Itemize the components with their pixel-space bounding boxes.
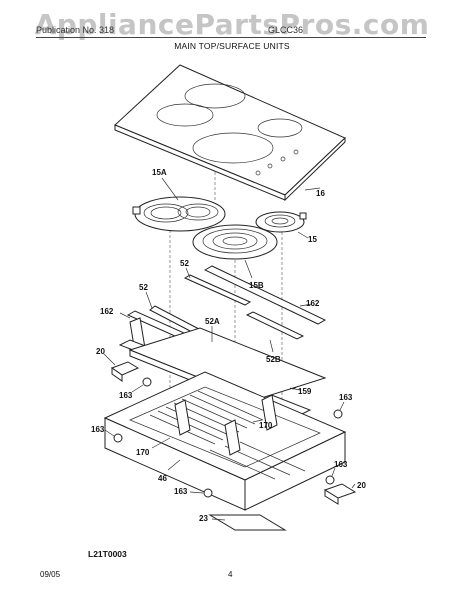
callout-162-right: 162 [306, 299, 320, 308]
footer-date: 09/05 [40, 570, 61, 579]
header-rule [36, 37, 426, 38]
bottom-panel-23 [208, 514, 287, 531]
header-publication: Publication No. 318 [36, 25, 115, 35]
callout-15a: 15A [152, 168, 167, 177]
callout-20-right: 20 [357, 481, 366, 490]
callout-52a: 52A [205, 317, 220, 326]
clip-parts-20 [110, 361, 357, 505]
watermark: AppliancePartsPros.com [34, 8, 430, 41]
callout-52b: 52B [266, 355, 281, 364]
leader-lines [103, 177, 356, 521]
callout-163-upper-left: 163 [119, 391, 133, 400]
header-model: GLCC36 [268, 25, 304, 35]
callout-15: 15 [308, 235, 317, 244]
footer-page-number: 4 [228, 570, 233, 579]
callout-159: 159 [298, 387, 312, 396]
callout-163-left: 163 [91, 425, 105, 434]
callout-163-bottom: 163 [174, 487, 188, 496]
callout-163-right: 163 [334, 460, 348, 469]
callout-20-left: 20 [96, 347, 105, 356]
section-title: MAIN TOP/SURFACE UNITS [174, 41, 290, 51]
callout-52-left: 52 [139, 283, 148, 292]
callout-170-right: 170 [259, 421, 273, 430]
callout-46: 46 [158, 474, 167, 483]
callout-16: 16 [316, 189, 325, 198]
surface-element-15b [192, 224, 278, 260]
callout-162-left: 162 [100, 307, 114, 316]
surface-element-15 [255, 211, 307, 233]
surface-element-15a [132, 196, 226, 232]
diagram-id: L21T0003 [88, 549, 127, 559]
callout-15b: 15B [249, 281, 264, 290]
callout-163-upper-right: 163 [339, 393, 353, 402]
callout-52-top: 52 [180, 259, 189, 268]
callout-23: 23 [199, 514, 208, 523]
callout-170-left: 170 [136, 448, 150, 457]
cooktop-glass-top [114, 64, 346, 202]
screws-163 [113, 377, 343, 498]
callout-labels: 15A 16 15 15B 52 52 162 162 52A 52B 20 1… [91, 168, 366, 523]
